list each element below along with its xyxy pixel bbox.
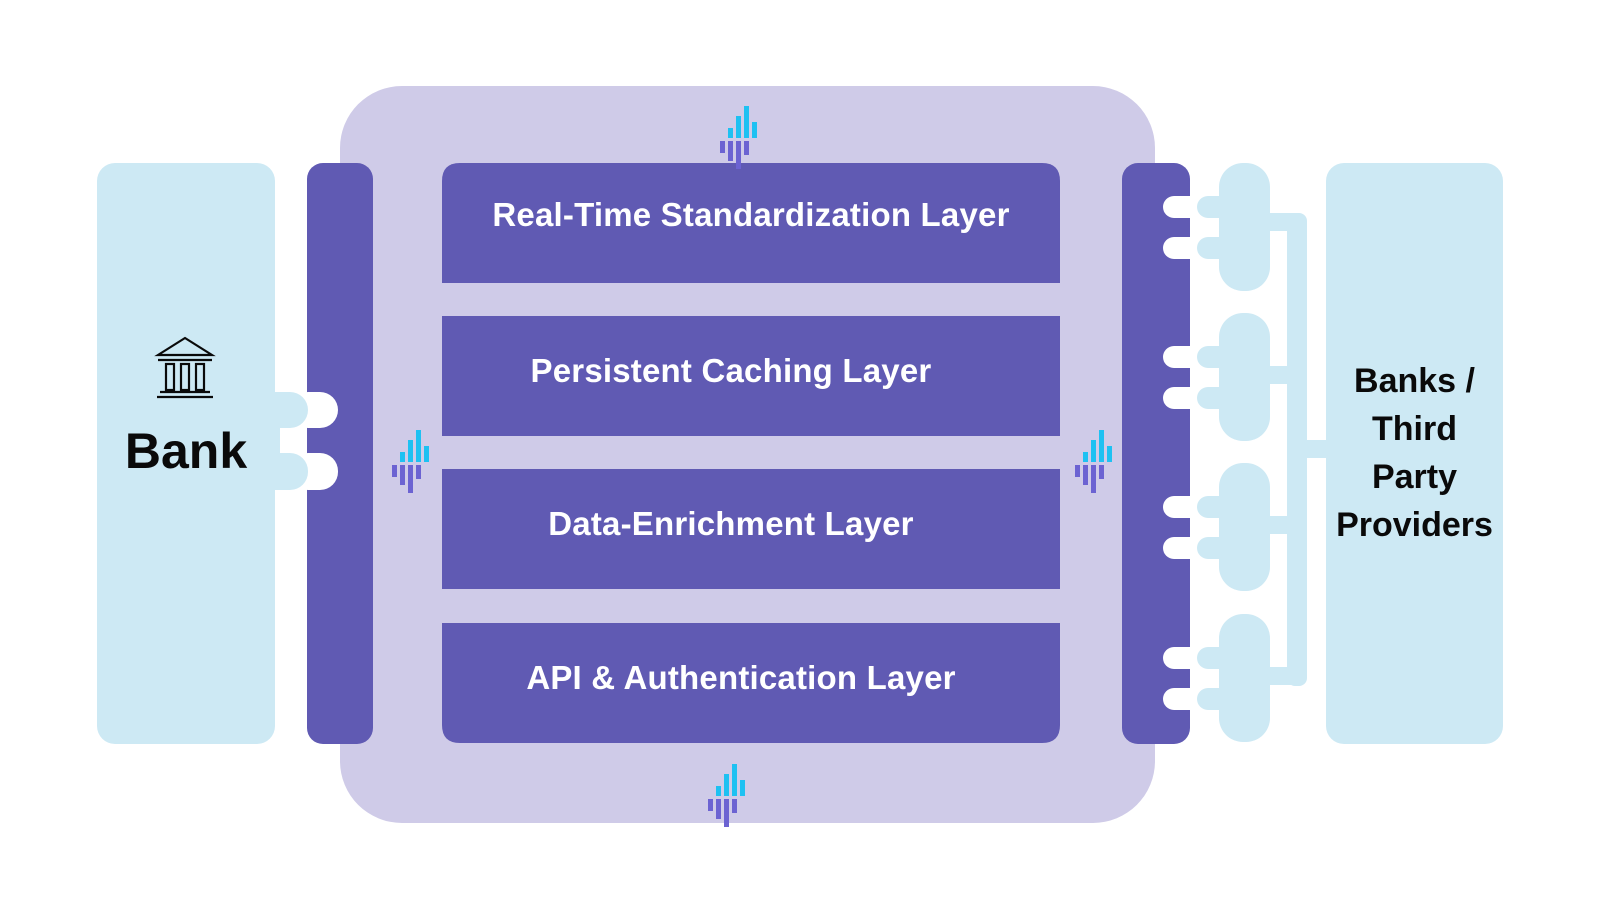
logo-bar-down: [744, 141, 749, 155]
provider-connector-tab-base: [1215, 237, 1230, 259]
logo-bar-up: [728, 128, 733, 138]
bank-node: [97, 163, 275, 744]
signal-bars-logo-icon: [720, 106, 757, 169]
provider-connector-tab-base: [1215, 496, 1230, 518]
pill-branch: [1265, 366, 1295, 384]
provider-connector-pill: [1219, 163, 1270, 291]
logo-bar-down: [392, 465, 397, 477]
logo-bar-up: [416, 430, 421, 462]
bank-label: Bank: [124, 423, 248, 479]
provider-connector-tab-base: [1215, 647, 1230, 669]
left-gateway-bar: [307, 163, 373, 744]
pill-branch: [1265, 213, 1295, 231]
bank-building-icon: [154, 336, 216, 399]
logo-bar-up: [724, 774, 729, 796]
signal-bars-logo-icon: [708, 764, 745, 827]
layer-box: [442, 316, 1060, 436]
provider-connector-tab-base: [1215, 537, 1230, 559]
providers-label: Banks / Third Party Providers: [1326, 353, 1503, 553]
layer-box: [442, 163, 1060, 283]
logo-bar-down: [1091, 465, 1096, 493]
layer-label: Real-Time Standardization Layer: [492, 196, 1010, 233]
provider-connector-tab-base: [1215, 196, 1230, 218]
logo-bar-up: [408, 440, 413, 462]
logo-bar-up: [752, 122, 757, 138]
logo-bar-up: [740, 780, 745, 796]
logo-bar-down: [736, 141, 741, 169]
providers-label-line: Party: [1371, 458, 1458, 496]
logo-bar-down: [708, 799, 713, 811]
logo-bar-down: [720, 141, 725, 153]
logo-bar-up: [1099, 430, 1104, 462]
signal-bars-logo-icon: [1075, 430, 1112, 493]
signal-bars-logo-icon: [392, 430, 429, 493]
provider-connector-tab-base: [1215, 688, 1230, 710]
logo-bar-up: [400, 452, 405, 462]
logo-bar-down: [724, 799, 729, 827]
logo-bar-down: [400, 465, 405, 485]
pill-branch: [1265, 516, 1295, 534]
logo-bar-up: [716, 786, 721, 796]
logo-bar-up: [1083, 452, 1088, 462]
providers-node: [1326, 163, 1503, 744]
provider-connector-pill: [1219, 463, 1270, 591]
providers-label-line: Third: [1372, 410, 1457, 448]
logo-bar-down: [1075, 465, 1080, 477]
provider-connectors: [1163, 163, 1330, 742]
logo-bar-up: [1091, 440, 1096, 462]
provider-connector-pill: [1219, 614, 1270, 742]
layer-stack: [442, 163, 1060, 743]
layer-label: API & Authentication Layer: [526, 659, 956, 696]
logo-bar-down: [732, 799, 737, 813]
logo-bar-up: [736, 116, 741, 138]
logo-bar-up: [744, 106, 749, 138]
logo-bar-down: [416, 465, 421, 479]
provider-connector-pill: [1219, 313, 1270, 441]
logo-bar-up: [1107, 446, 1112, 462]
trunk-branch-to-providers: [1290, 440, 1330, 458]
logo-bar-up: [732, 764, 737, 796]
layer-label: Persistent Caching Layer: [530, 352, 932, 389]
logo-bar-down: [1083, 465, 1088, 485]
right-gateway-bar: [1122, 163, 1190, 744]
logo-bar-down: [1099, 465, 1104, 479]
provider-connector-tab-base: [1215, 387, 1230, 409]
pill-branch: [1265, 667, 1295, 685]
logo-bar-down: [408, 465, 413, 493]
provider-connector-tab-base: [1215, 346, 1230, 368]
providers-label-line: Providers: [1336, 506, 1493, 544]
logo-bar-down: [716, 799, 721, 819]
layer-box: [442, 623, 1060, 743]
layer-box: [442, 469, 1060, 589]
providers-label-line: Banks /: [1354, 362, 1475, 400]
logo-bar-down: [728, 141, 733, 161]
logo-bar-up: [424, 446, 429, 462]
layer-label: Data-Enrichment Layer: [548, 505, 914, 542]
bank-connector-tab-base: [250, 392, 280, 490]
